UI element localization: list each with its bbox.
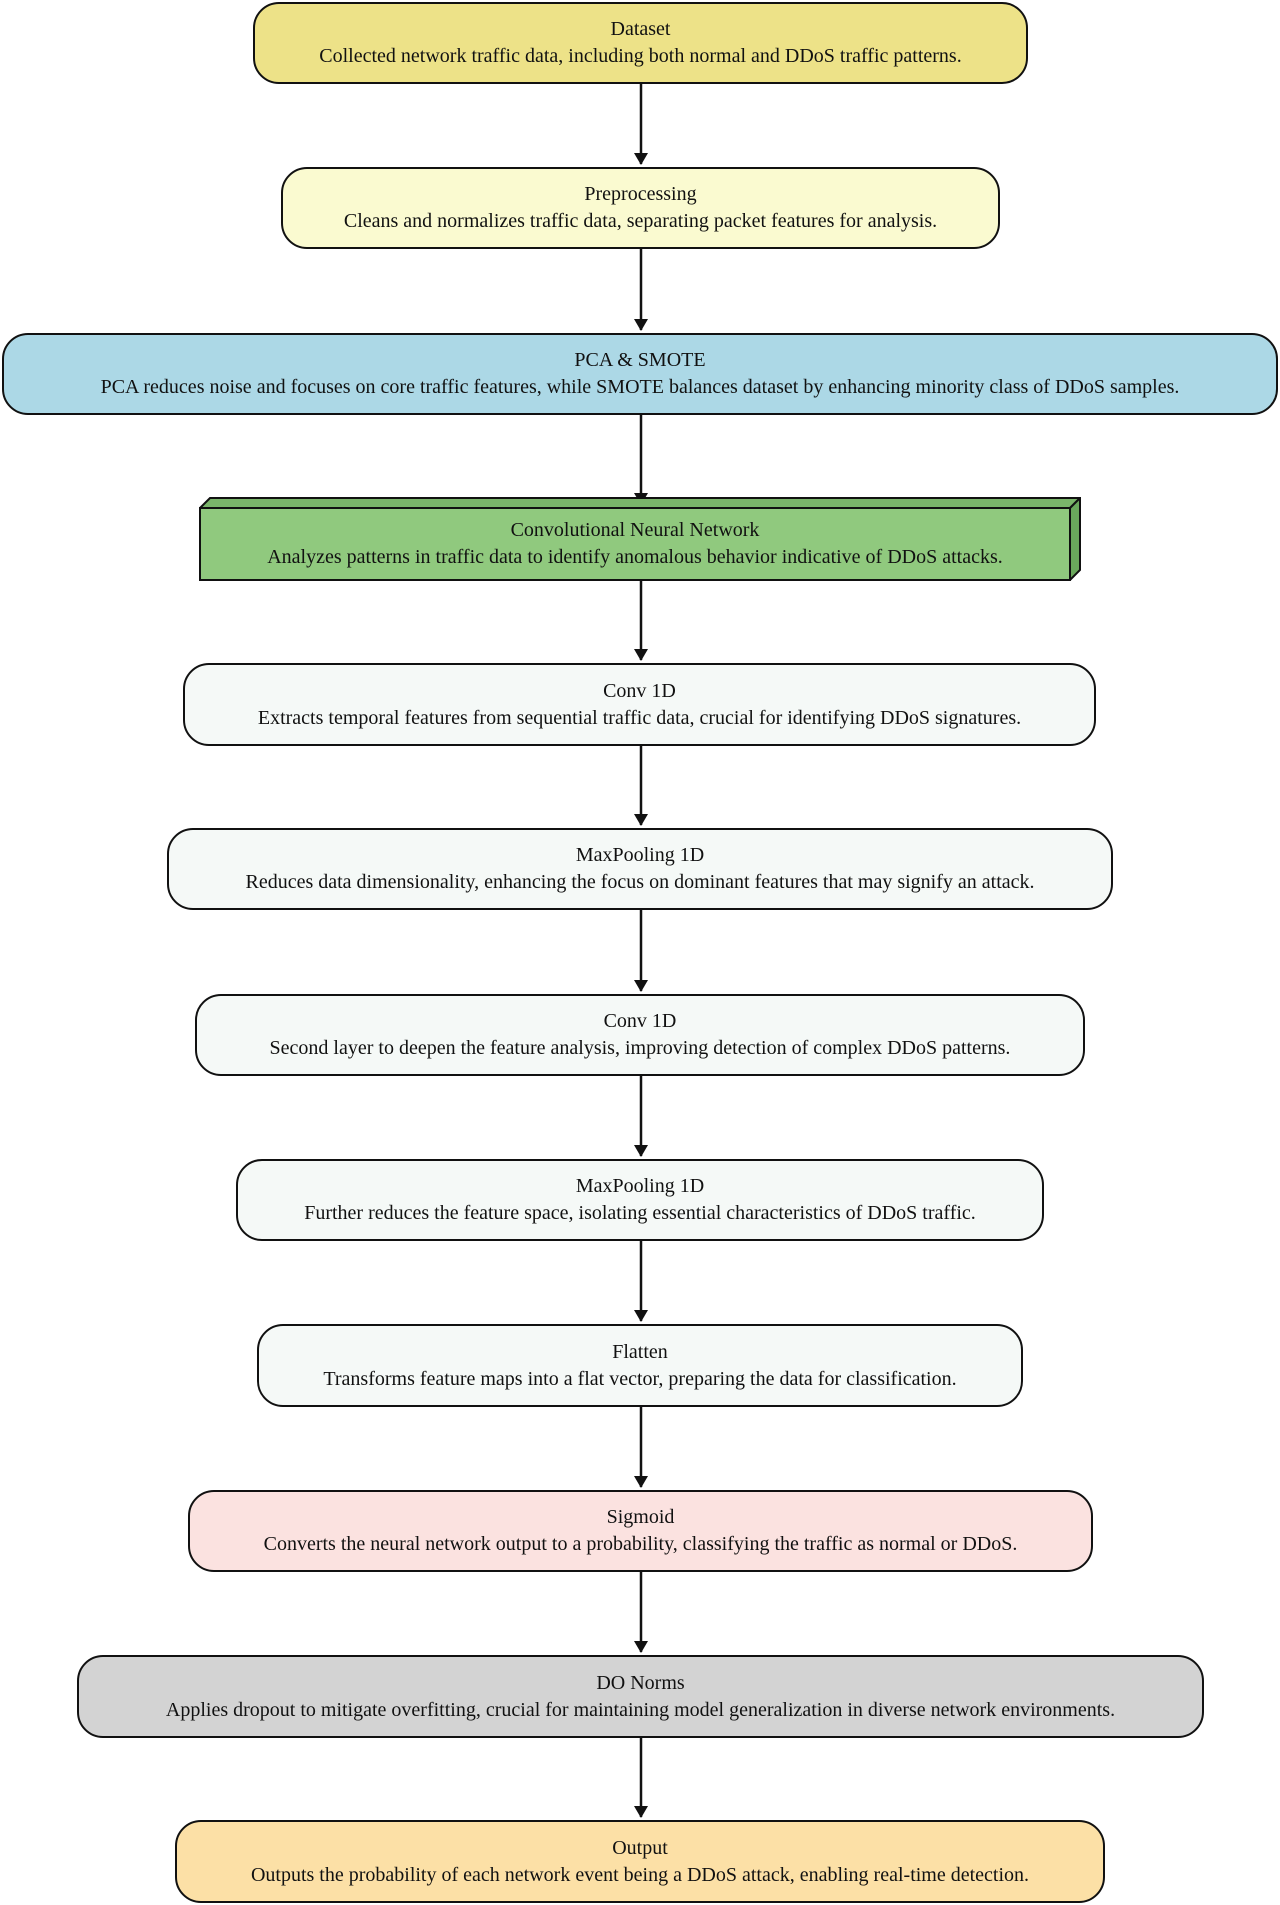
node-desc: Cleans and normalizes traffic data, sepa… (343, 210, 938, 232)
node-desc: Transforms feature maps into a flat vect… (323, 1367, 957, 1390)
node-title: MaxPooling 1D (575, 1175, 705, 1197)
node-do-norms: DO Norms Applies dropout to mitigate ove… (77, 1655, 1204, 1738)
node-preprocessing: Preprocessing Cleans and normalizes traf… (281, 167, 1000, 249)
node-title: Output (612, 1836, 668, 1859)
node-maxpool-1: MaxPooling 1D Reduces data dimensionalit… (167, 828, 1113, 910)
node-desc: Applies dropout to mitigate overfitting,… (165, 1698, 1116, 1721)
node-title: MaxPooling 1D (575, 844, 705, 866)
node-desc: Extracts temporal features from sequenti… (257, 706, 1022, 729)
node-desc: Second layer to deepen the feature analy… (269, 1037, 1011, 1059)
node-desc: Outputs the probability of each network … (250, 1863, 1030, 1886)
node-sigmoid: Sigmoid Converts the neural network outp… (188, 1490, 1093, 1572)
node-dataset: Dataset Collected network traffic data, … (253, 2, 1028, 84)
node-maxpool-2: MaxPooling 1D Further reduces the featur… (236, 1159, 1044, 1241)
node-cnn: Convolutional Neural Network Analyzes pa… (199, 497, 1081, 581)
node-title: Flatten (612, 1340, 668, 1363)
node-title: Dataset (610, 18, 671, 40)
node-conv1d-2: Conv 1D Second layer to deepen the featu… (195, 994, 1085, 1076)
node-desc: Reduces data dimensionality, enhancing t… (245, 871, 1035, 893)
node-output: Output Outputs the probability of each n… (175, 1820, 1105, 1903)
box3d-face: Convolutional Neural Network Analyzes pa… (199, 507, 1071, 581)
node-desc: PCA reduces noise and focuses on core tr… (100, 376, 1180, 398)
node-pca-smote: PCA & SMOTE PCA reduces noise and focuse… (2, 333, 1278, 415)
node-title: Sigmoid (606, 1506, 675, 1528)
node-title: DO Norms (596, 1671, 685, 1694)
node-desc: Analyzes patterns in traffic data to ide… (267, 546, 1003, 568)
node-title: Conv 1D (603, 679, 676, 702)
node-title: Convolutional Neural Network (510, 519, 760, 541)
node-desc: Further reduces the feature space, isola… (304, 1202, 976, 1224)
node-title: Conv 1D (603, 1010, 677, 1032)
node-flatten: Flatten Transforms feature maps into a f… (257, 1324, 1023, 1407)
node-title: PCA & SMOTE (574, 349, 706, 371)
node-conv1d-1: Conv 1D Extracts temporal features from … (183, 663, 1096, 746)
node-desc: Collected network traffic data, includin… (319, 45, 962, 67)
node-desc: Converts the neural network output to a … (263, 1533, 1018, 1555)
node-title: Preprocessing (584, 183, 697, 205)
